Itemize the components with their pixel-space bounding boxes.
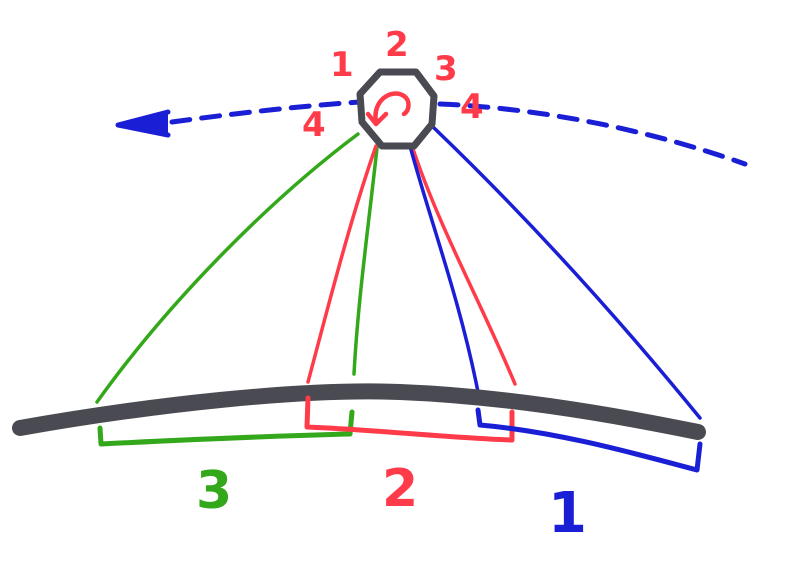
green-ray-outer [95,132,360,404]
red-bracket [304,395,515,443]
mirror-face-label-3: 3 [434,49,458,89]
blue-bracket [475,407,703,473]
mirror-face-label-2: 2 [385,25,409,65]
dashed-arc-left [169,99,363,125]
dashed-arrow-left-icon [115,109,171,138]
segment-label-1: 1 [548,481,587,546]
red-ray-right [410,144,517,386]
mirror-face-label-4-left: 4 [302,105,326,145]
green-bracket [97,409,355,447]
octagon-mirror-icon [356,68,438,150]
segment-label-2: 2 [382,459,418,519]
curved-surface [12,383,706,440]
blue-ray-outer [430,124,702,420]
dashed-arc-right [437,101,748,167]
segment-brackets [97,395,703,473]
rotation-arrow-icon [365,91,411,127]
blue-ray-inner [408,144,480,394]
segment-label-3: 3 [196,461,232,521]
mirror-face-label-1: 1 [330,45,354,85]
mirror-face-label-4-right: 4 [460,87,484,127]
scan-direction-arc [115,99,748,167]
red-ray-left [306,144,378,384]
projection-rays [95,124,702,420]
green-ray-inner [352,146,379,376]
